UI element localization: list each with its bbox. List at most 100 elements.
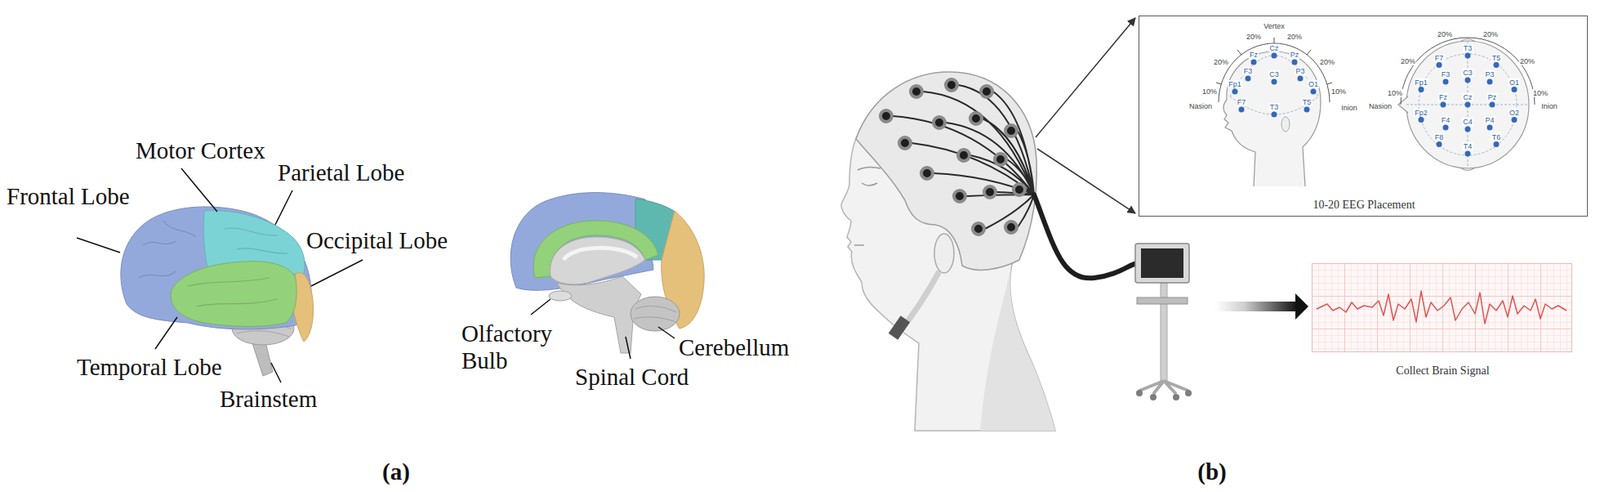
measure-label: 20% <box>1319 57 1336 67</box>
electrode-label: T6 <box>1491 132 1502 141</box>
part-label: Frontal Lobe <box>6 182 130 210</box>
electrode-label: O1 <box>1307 80 1320 89</box>
electrode-dot <box>1436 62 1443 68</box>
electrode-dot <box>1271 79 1278 85</box>
electrode-wires <box>892 84 1034 229</box>
electrode <box>880 110 892 122</box>
process-arrow <box>1215 301 1297 312</box>
measure-label: 10% <box>1386 89 1404 98</box>
electrode-dot <box>1232 89 1239 95</box>
electrode-label: Fz <box>1438 93 1449 102</box>
measure-label: 20% <box>1519 57 1536 66</box>
measure-label: 10% <box>1330 87 1347 96</box>
electrode-label: Cz <box>1462 93 1474 102</box>
electrode-dot <box>1310 89 1317 95</box>
electrode <box>933 116 945 129</box>
electrode <box>1005 221 1017 233</box>
wheel <box>1149 393 1157 401</box>
electrode-label: F8 <box>1434 132 1445 141</box>
electrode-dot <box>1304 106 1311 113</box>
electrode-label: Pz <box>1289 50 1301 59</box>
electrode-dot <box>1418 116 1425 123</box>
monitor-frame <box>1135 243 1190 283</box>
zoom-line <box>1035 17 1136 138</box>
guide-circle <box>1418 53 1517 156</box>
signal-ground <box>1311 262 1573 353</box>
electrode-label: F7 <box>1434 53 1445 62</box>
electrode-dot <box>1487 124 1494 131</box>
electrode-label: O1 <box>1508 77 1520 86</box>
part-label: Motor Cortex <box>135 137 266 165</box>
electrode-label: P4 <box>1484 115 1495 125</box>
electrode-label: T5 <box>1301 98 1313 107</box>
electrode-dot <box>1245 75 1252 82</box>
electrode-label: Pz <box>1487 93 1498 102</box>
electrode <box>984 186 996 198</box>
electrode <box>910 85 923 98</box>
measure-label: 20% <box>1436 30 1453 39</box>
side-head <box>1223 51 1321 187</box>
electrode-dot <box>1271 111 1278 118</box>
electrode-label: T3 <box>1462 44 1474 53</box>
electrode-label: P3 <box>1294 66 1306 76</box>
electrode-dot <box>1465 102 1471 108</box>
measure-arc <box>1218 43 1330 103</box>
wheel <box>1136 389 1143 397</box>
electrode-label: P3 <box>1484 70 1495 79</box>
electrode <box>921 167 933 179</box>
side-electrodes <box>1232 53 1317 118</box>
electrode-label: T4 <box>1462 142 1474 151</box>
electrode-dot <box>1489 102 1496 108</box>
part-label: Olfactory Bulb <box>461 320 560 375</box>
part-label: Occipital Lobe <box>306 227 448 255</box>
neck-shading <box>980 261 1056 431</box>
electrode <box>958 149 970 161</box>
electrode-dot <box>1443 124 1449 131</box>
measure-label: 20% <box>1482 30 1499 39</box>
part-label: Brainstem <box>219 385 317 413</box>
electrode-dot <box>1487 79 1494 85</box>
measure-label: 20% <box>1399 57 1417 66</box>
measure-label: 10% <box>1532 89 1549 98</box>
electrode <box>945 79 958 91</box>
part-label: Cerebellum <box>678 334 789 362</box>
electrode-dot <box>1465 126 1471 133</box>
electrode <box>1005 124 1017 137</box>
signal-grid <box>1311 262 1573 353</box>
temporal-lobe-shape <box>170 261 297 327</box>
electrode-label: Fp1 <box>1227 80 1243 89</box>
electrode <box>980 85 993 98</box>
electrode <box>994 153 1007 165</box>
measure-ticks <box>1216 37 1333 85</box>
electrode-dot <box>1436 141 1443 148</box>
measure-label: 20% <box>1245 32 1262 41</box>
node-caption: Collect Brain Signal <box>1395 364 1489 379</box>
electrode-label: F7 <box>1236 98 1248 107</box>
cart-wheels <box>1136 389 1192 401</box>
electrode-dot <box>1271 53 1278 59</box>
measure-label: 20% <box>1286 32 1303 41</box>
electrode-dot <box>1292 59 1298 66</box>
electrode-dot <box>1493 141 1500 148</box>
part-label: Spinal Cord <box>574 363 689 391</box>
cable <box>1033 194 1137 278</box>
wheel <box>1172 393 1180 401</box>
leader-lines <box>76 168 675 383</box>
electrode-label: Fp2 <box>1413 107 1429 116</box>
guide-lines <box>1406 40 1529 169</box>
gyri-lines <box>138 220 288 307</box>
electrode-dot <box>1443 79 1449 85</box>
cerebellum-folia <box>633 306 677 322</box>
top-electrodes <box>1418 53 1518 157</box>
wheel <box>1185 389 1192 397</box>
electrode-label: C3 <box>1461 68 1474 77</box>
measure-label: Nasion <box>1188 102 1213 111</box>
electrode-dot <box>1511 116 1518 123</box>
measure-label: Inion <box>1340 103 1359 112</box>
guide-lines <box>1230 55 1319 115</box>
signal-panel: Collect Brain Signal <box>1311 262 1573 353</box>
inner-brain-shape <box>550 236 646 285</box>
electrode <box>899 137 911 149</box>
